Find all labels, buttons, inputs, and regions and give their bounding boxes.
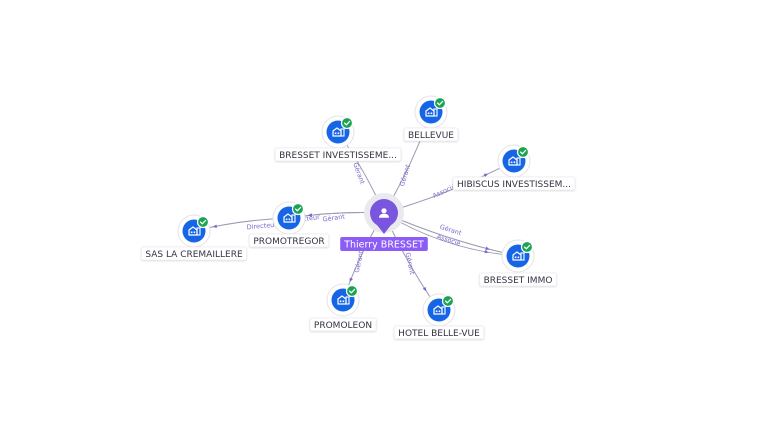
building-icon xyxy=(332,127,345,137)
verified-check-icon xyxy=(441,294,455,308)
node-label: BELLEVUE xyxy=(403,127,459,142)
node-label-text: SAS LA CREMAILLERE xyxy=(145,250,243,260)
edge-label: Directeur xyxy=(246,221,277,232)
center-label-text: Thierry BRESSET xyxy=(343,240,424,251)
node-hotel-belle-vue[interactable]: HOTEL BELLE-VUE xyxy=(393,293,485,340)
node-label: SAS LA CREMAILLERE xyxy=(140,246,248,261)
node-promoleon[interactable]: PROMOLEON xyxy=(309,283,377,332)
verified-check-icon xyxy=(340,116,354,130)
node-label-text: BRESSET IMMO xyxy=(484,276,553,286)
verified-check-icon xyxy=(345,284,359,298)
node-label: BRESSET IMMO xyxy=(479,272,557,287)
building-icon xyxy=(425,107,438,117)
edge-arrow xyxy=(422,286,427,292)
node-hibiscus[interactable]: HIBISCUS INVESTISSEM... xyxy=(452,144,576,191)
verified-check-icon xyxy=(516,145,530,159)
edge-label: Gérant xyxy=(404,252,417,276)
building-icon xyxy=(508,156,521,166)
node-label: HOTEL BELLE-VUE xyxy=(393,325,485,340)
building-icon xyxy=(433,305,446,315)
building-icon xyxy=(337,295,350,305)
node-label: BRESSET INVESTISSEME... xyxy=(274,147,402,162)
verified-check-icon xyxy=(196,215,210,229)
node-bellevue[interactable]: BELLEVUE xyxy=(403,95,459,142)
node-label-text: PROMOLEON xyxy=(314,321,372,331)
node-label-text: BRESSET INVESTISSEME... xyxy=(279,151,397,161)
node-sas-cremaillere[interactable]: SAS LA CREMAILLERE xyxy=(140,214,248,261)
person-icon xyxy=(379,208,389,218)
verified-check-icon xyxy=(520,240,534,254)
verified-check-icon xyxy=(433,96,447,110)
building-icon xyxy=(512,251,525,261)
node-label: PROMOTREGOR xyxy=(248,233,330,248)
node-label-text: HIBISCUS INVESTISSEM... xyxy=(457,180,571,190)
edge-arrow xyxy=(307,213,312,217)
verified-check-icon xyxy=(291,202,305,216)
edge-arrow xyxy=(212,224,217,229)
edge-label: Gérant xyxy=(322,212,346,223)
building-icon xyxy=(283,213,296,223)
node-label-text: PROMOTREGOR xyxy=(253,237,324,247)
node-label-text: BELLEVUE xyxy=(408,131,454,141)
center-person-node[interactable]: Thierry BRESSET xyxy=(340,193,428,251)
node-label-text: HOTEL BELLE-VUE xyxy=(398,329,480,339)
edge-label: Gérant xyxy=(398,163,412,187)
center-label: Thierry BRESSET xyxy=(340,237,428,251)
node-promotregor[interactable]: PROMOTREGOR xyxy=(248,201,330,248)
node-label: PROMOLEON xyxy=(309,317,377,332)
building-icon xyxy=(188,226,201,236)
edge-arrow xyxy=(349,277,354,282)
edge-arrow xyxy=(483,173,489,178)
edge-arrow xyxy=(485,246,490,250)
edge-label: Gérant xyxy=(353,249,366,273)
node-bresset-immo[interactable]: BRESSET IMMO xyxy=(479,239,557,287)
center-pointer xyxy=(377,225,391,234)
edge-arrow xyxy=(484,249,489,254)
node-bresset-invest[interactable]: BRESSET INVESTISSEME... xyxy=(274,115,402,162)
node-label: HIBISCUS INVESTISSEM... xyxy=(452,176,576,191)
